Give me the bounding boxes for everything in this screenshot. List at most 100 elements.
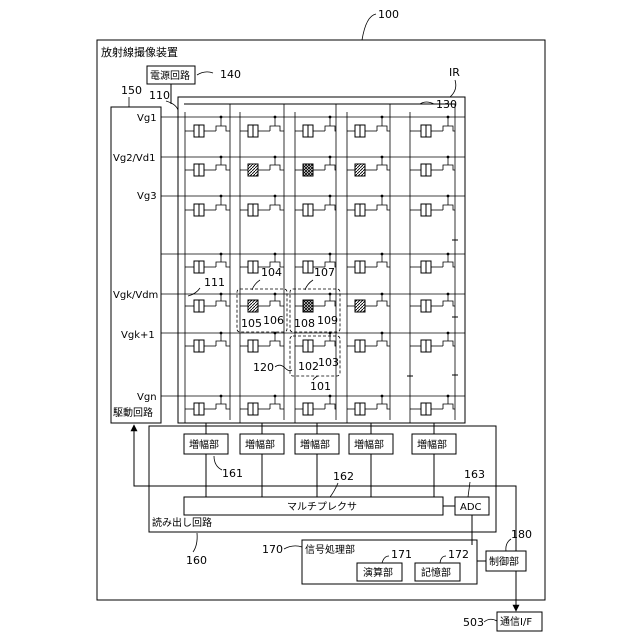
- drive-circuit-label: 駆動回路: [113, 406, 153, 419]
- gate-node: [274, 156, 277, 159]
- gate-node: [447, 195, 450, 198]
- ref-162: 162: [333, 470, 354, 483]
- ref-170: 170: [262, 543, 283, 556]
- signal-processing-label: 信号処理部: [305, 543, 355, 556]
- switch-element: [443, 404, 455, 409]
- gate-node: [329, 116, 332, 119]
- switch-element: [443, 205, 455, 210]
- amplifier-label: 増幅部: [300, 438, 330, 451]
- ref-110: 110: [149, 89, 170, 102]
- ref-172: 172: [448, 548, 469, 561]
- leader-110: [166, 101, 178, 110]
- gate-node: [220, 332, 223, 335]
- amplifier-label: 増幅部: [189, 438, 219, 451]
- gate-node: [447, 293, 450, 296]
- ir-label: IR: [449, 66, 460, 79]
- power-circuit-label: 電源回路: [150, 69, 190, 82]
- switch-element: [443, 262, 455, 267]
- ref-160: 160: [186, 554, 207, 567]
- switch-element: [443, 165, 455, 170]
- gate-node: [220, 293, 223, 296]
- adc-label: ADC: [460, 502, 482, 513]
- gate-node: [381, 156, 384, 159]
- gate-label-vgn: Vgn: [137, 392, 157, 403]
- ref-111: 111: [204, 276, 225, 289]
- switch-element: [377, 341, 390, 346]
- leader-ir: [450, 80, 456, 97]
- switch-element: [216, 404, 230, 409]
- pixel-grid: [161, 104, 465, 423]
- gate-node: [274, 195, 277, 198]
- ref-171: 171: [391, 548, 412, 561]
- switch-element: [325, 301, 336, 306]
- conversion-element: [248, 164, 258, 176]
- switch-element: [270, 341, 284, 346]
- gate-node: [274, 116, 277, 119]
- amplifier-label: 増幅部: [354, 438, 384, 451]
- ref-107: 107: [314, 266, 335, 279]
- switch-element: [443, 126, 455, 131]
- gate-node: [220, 156, 223, 159]
- switch-element: [377, 126, 390, 131]
- switch-element: [216, 341, 230, 346]
- compute-label: 演算部: [363, 566, 393, 579]
- gate-node: [381, 195, 384, 198]
- ref-120: 120: [253, 361, 274, 374]
- gate-node: [381, 253, 384, 256]
- gate-label-vg3: Vg3: [137, 191, 157, 202]
- leader-171: [382, 556, 389, 563]
- gate-node: [274, 253, 277, 256]
- gate-node: [447, 116, 450, 119]
- ref-163: 163: [464, 468, 485, 481]
- gate-node: [274, 395, 277, 398]
- switch-element: [377, 205, 390, 210]
- leader-160: [193, 533, 197, 552]
- switch-element: [325, 404, 336, 409]
- gate-node: [329, 156, 332, 159]
- ref-180: 180: [511, 528, 532, 541]
- switch-element: [325, 126, 336, 131]
- switch-element: [377, 165, 390, 170]
- conversion-element: [303, 300, 313, 312]
- switch-element: [216, 301, 230, 306]
- conversion-element: [248, 300, 258, 312]
- ref-105: 105: [241, 317, 262, 330]
- ref-109: 109: [317, 314, 338, 327]
- gate-label-vgk: Vgk/Vdm: [113, 290, 158, 301]
- comm-if-label: 通信I/F: [500, 616, 532, 628]
- gate-node: [220, 116, 223, 119]
- gate-node: [447, 253, 450, 256]
- gate-node: [329, 253, 332, 256]
- leader-163: [468, 482, 470, 497]
- gate-node: [381, 116, 384, 119]
- switch-element: [325, 341, 336, 346]
- conversion-element: [303, 164, 313, 176]
- amplifier-label: 増幅部: [245, 438, 275, 451]
- conversion-element: [355, 164, 365, 176]
- gate-node: [381, 332, 384, 335]
- memory-label: 記憶部: [421, 566, 451, 579]
- device-title: 放射線撮像装置: [101, 45, 178, 59]
- switch-element: [377, 404, 390, 409]
- switch-element: [325, 205, 336, 210]
- leader-162: [330, 483, 338, 497]
- switch-element: [270, 301, 284, 306]
- leader-111: [188, 288, 200, 296]
- gate-node: [220, 395, 223, 398]
- leader-100: [362, 14, 376, 40]
- gate-node: [329, 395, 332, 398]
- leader-120: [275, 365, 292, 370]
- multiplexer-label: マルチプレクサ: [287, 501, 357, 513]
- switch-element: [270, 205, 284, 210]
- switch-element: [377, 262, 390, 267]
- ref-150: 150: [121, 84, 142, 97]
- switch-element: [216, 262, 230, 267]
- switch-element: [270, 165, 284, 170]
- switch-element: [325, 165, 336, 170]
- amplifier-label: 増幅部: [417, 438, 447, 451]
- leader-107: [305, 280, 313, 290]
- gate-label-vg2: Vg2/Vd1: [113, 153, 155, 164]
- gate-node: [447, 395, 450, 398]
- ref-161: 161: [222, 467, 243, 480]
- ref-106: 106: [263, 314, 284, 327]
